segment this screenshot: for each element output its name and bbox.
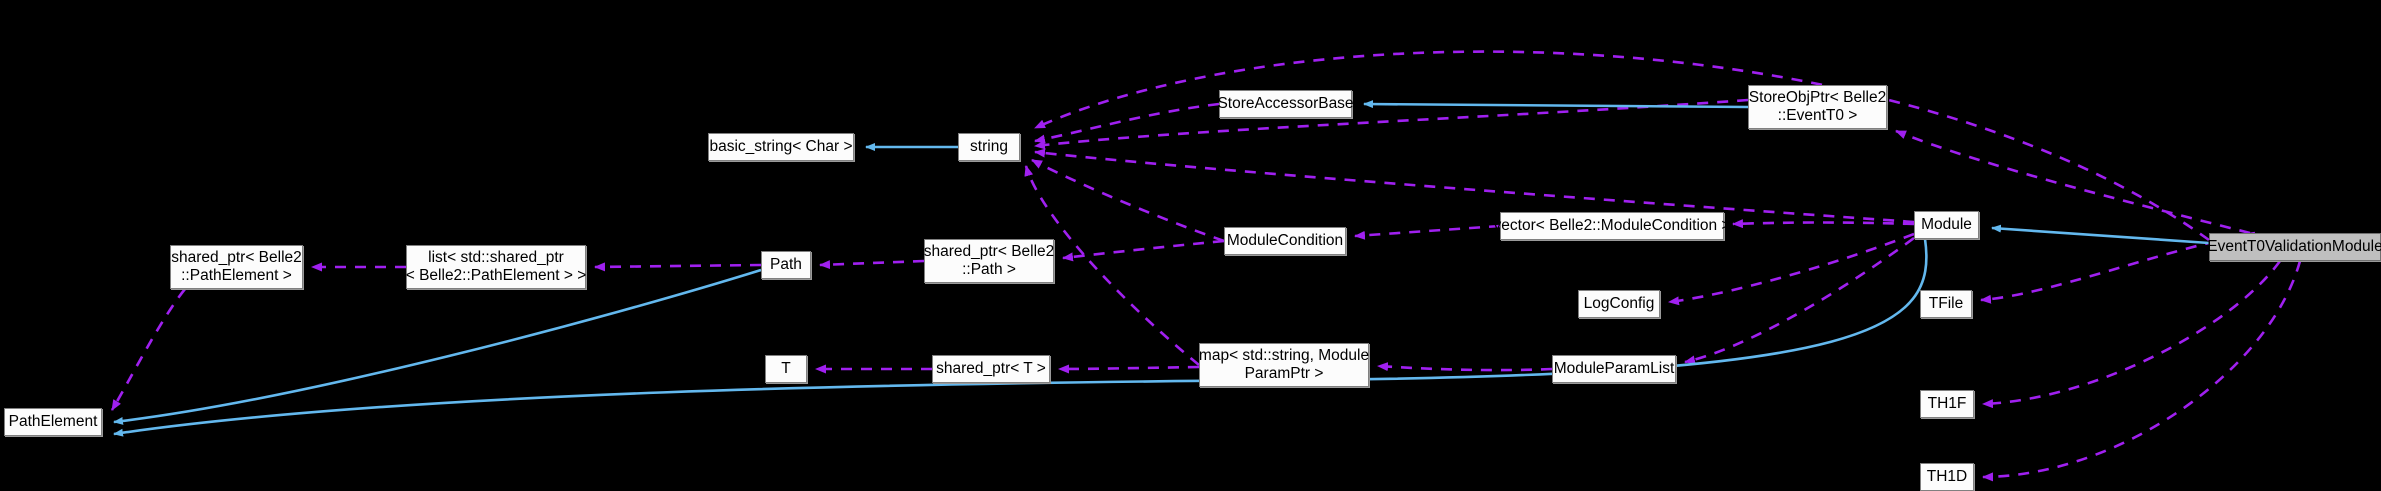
node-label: PathElement [8,412,98,430]
edge-module-vectormodulecondition [1732,219,1915,229]
node-storeaccessorbase[interactable]: StoreAccessorBase [1217,90,1354,118]
node-module[interactable]: Module [1914,211,1979,239]
node-logconfig[interactable]: LogConfig [1578,290,1660,318]
edge-module-string [1034,148,1915,224]
node-label: LogConfig [1583,294,1655,312]
node-th1d[interactable]: TH1D [1920,463,1974,491]
node-shared_ptr_path[interactable]: shared_ptr< Belle2 ::Path > [924,239,1054,283]
node-label: list< std::shared_ptr < Belle2::PathElem… [405,248,587,284]
node-label: TH1D [1926,467,1968,485]
edge-map-sharedptrt [1058,364,1200,374]
node-label: StoreAccessorBase [1217,94,1354,112]
node-path[interactable]: Path [761,251,811,279]
edge-sharedptrpathelement-pathelement [110,288,187,411]
node-label: shared_ptr< Belle2 ::Path > [923,242,1055,278]
edge-modulecondition-string [1031,158,1225,243]
node-label: shared_ptr< T > [936,359,1046,377]
node-eventt0validation[interactable]: EventT0ValidationModule [2207,233,2381,261]
node-label: vector< Belle2::ModuleCondition > [1493,216,1731,234]
edge-storeaccessorbase-string [1034,102,1220,144]
node-label: T [781,359,791,377]
node-t[interactable]: T [765,355,807,383]
node-label: TH1F [1927,394,1967,412]
node-map_string_mod[interactable]: map< std::string, Module ParamPtr > [1199,343,1369,387]
edge-vectormodulecondition-modulecondition [1354,224,1501,240]
node-label: Module [1921,215,1972,233]
node-label: ModuleCondition [1226,231,1344,249]
node-label: basic_string< Char > [709,137,853,155]
node-label: EventT0ValidationModule [2207,237,2381,255]
node-pathelement[interactable]: PathElement [4,408,102,436]
edge-sharedptrpath-path [819,259,925,270]
node-label: StoreObjPtr< Belle2 ::EventT0 > [1748,88,1887,124]
node-tfile[interactable]: TFile [1920,290,1972,318]
node-label: shared_ptr< Belle2 ::PathElement > [171,248,302,284]
node-label: Path [770,255,802,273]
edge-eventt0validationmodule-th1d [1982,260,2302,482]
edge-eventt0validationmodule-module [1991,224,2210,245]
edge-moduleparamlist-map [1377,362,1553,372]
node-shared_ptr_t[interactable]: shared_ptr< T > [932,355,1050,383]
edge-module-logconfig [1668,232,1915,306]
node-label: string [970,137,1008,155]
node-label: TFile [1928,294,1964,312]
node-storeobjptr[interactable]: StoreObjPtr< Belle2 ::EventT0 > [1748,85,1887,129]
node-shared_ptr_pe[interactable]: shared_ptr< Belle2 ::PathElement > [170,245,303,289]
edge-modulecondition-sharedptrpath [1062,239,1225,262]
node-vector_modcond[interactable]: vector< Belle2::ModuleCondition > [1494,212,1730,240]
edge-path-pathelement [113,268,762,425]
node-th1f[interactable]: TH1F [1920,390,1974,418]
node-moduleparamlist[interactable]: ModuleParamList [1552,355,1676,383]
edge-path-listsharedptr [594,262,762,272]
edge-storeobjptr-storeaccessorbase [1363,100,1749,109]
edge-storeobjptr-string [1034,98,1749,150]
node-modulecondition[interactable]: ModuleCondition [1224,227,1346,255]
edge-module-moduleparamlist [1684,236,1915,365]
node-label: ModuleParamList [1553,359,1675,377]
node-string[interactable]: string [958,133,1020,161]
node-list_shared_pe[interactable]: list< std::shared_ptr < Belle2::PathElem… [406,245,586,289]
node-label: map< std::string, Module ParamPtr > [1198,346,1370,382]
node-basic_string[interactable]: basic_string< Char > [708,133,854,161]
edge-eventt0validationmodule-th1f [1982,260,2282,409]
